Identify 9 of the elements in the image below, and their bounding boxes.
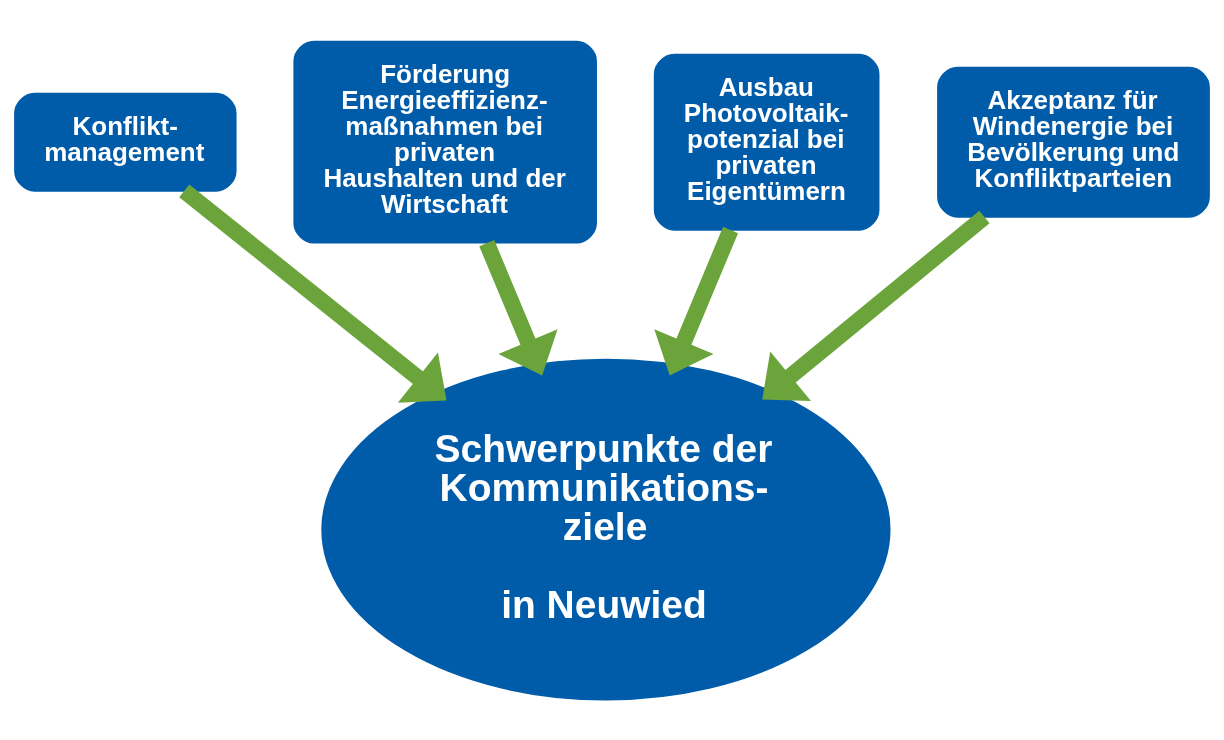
node-ellipse: Schwerpunkte der Kommunikations- ziele in Neuwied [321, 358, 891, 701]
node-box: Ausbau Photovoltaik- potenzial bei privaten Eigentümern [653, 53, 880, 231]
node-box: Konflikt- management [14, 92, 237, 192]
arrow [179, 184, 447, 403]
node-box: Akzeptanz für Windenergie bei Bevölkerung und Konfliktparteien [937, 66, 1210, 218]
arrow [479, 239, 558, 376]
node-box: Förderung Energieeffizienz- maßnahmen bei privaten Haushalten und der Wirtschaft [293, 40, 597, 244]
arrow [762, 210, 990, 401]
arrow [654, 226, 739, 375]
